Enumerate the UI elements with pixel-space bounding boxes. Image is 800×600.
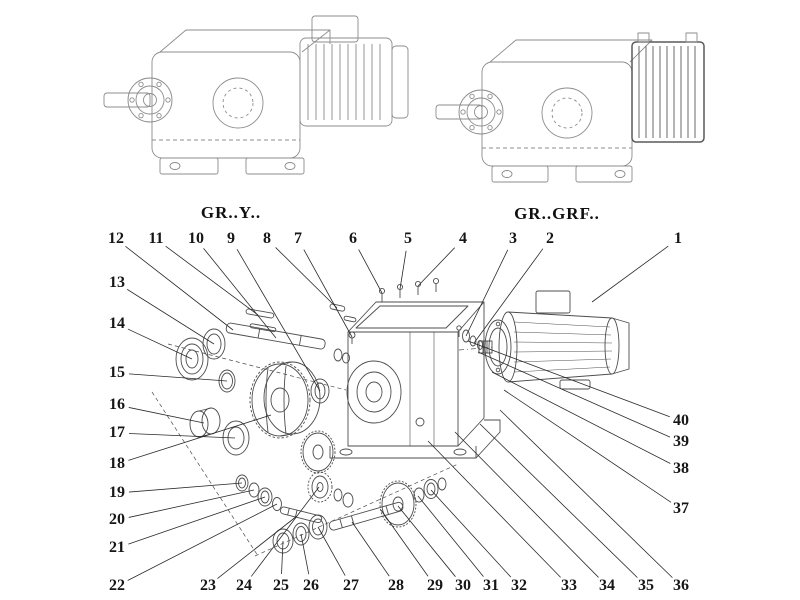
callout-36: 36 <box>673 577 689 594</box>
callout-28: 28 <box>388 577 404 594</box>
leader-line-10 <box>203 248 277 339</box>
motor-mount-hardware <box>456 325 483 350</box>
callout-18: 18 <box>109 455 125 472</box>
leader-line-5 <box>399 250 407 290</box>
pinion-shaft <box>280 471 354 524</box>
callout-12: 12 <box>108 230 124 247</box>
callout-31: 31 <box>483 577 499 594</box>
callout-33: 33 <box>561 577 577 594</box>
leader-line-24 <box>250 486 320 577</box>
callout-35: 35 <box>638 577 654 594</box>
large-gear <box>249 361 321 439</box>
leader-line-26 <box>300 533 310 575</box>
callout-37: 37 <box>673 500 689 517</box>
callout-25: 25 <box>273 577 289 594</box>
callout-24: 24 <box>236 577 252 594</box>
callout-4: 4 <box>459 230 467 247</box>
leader-line-7 <box>303 249 353 338</box>
intermediate-shaft-assembly <box>272 477 447 554</box>
leader-line-29 <box>380 509 429 577</box>
leader-line-3 <box>465 249 509 337</box>
leader-line-21 <box>128 496 266 545</box>
output-bearing <box>175 337 209 381</box>
leader-line-25 <box>281 540 284 575</box>
callout-15: 15 <box>109 364 125 381</box>
callout-11: 11 <box>148 230 164 247</box>
leader-lines <box>125 245 673 581</box>
callout-40: 40 <box>673 412 689 429</box>
gearmotor-right-drawing <box>435 32 705 183</box>
output-shaft <box>225 308 350 364</box>
callout-3: 3 <box>509 230 517 247</box>
leader-line-34 <box>454 431 599 578</box>
leader-line-40 <box>467 340 670 418</box>
callout-20: 20 <box>109 511 125 528</box>
callout-23: 23 <box>200 577 216 594</box>
callout-22: 22 <box>109 577 125 594</box>
leader-line-36 <box>499 409 673 578</box>
leader-line-30 <box>397 505 456 577</box>
leader-line-37 <box>503 389 672 503</box>
callout-16: 16 <box>109 396 125 413</box>
input-bearing <box>310 378 330 404</box>
callout-39: 39 <box>673 433 689 450</box>
medium-gear <box>300 430 336 474</box>
leader-line-1 <box>591 245 669 303</box>
ring-set <box>235 474 282 511</box>
leader-line-12 <box>125 246 234 331</box>
callout-8: 8 <box>263 230 271 247</box>
leader-line-33 <box>427 440 561 578</box>
callout-14: 14 <box>109 315 125 332</box>
leader-line-38 <box>491 371 671 464</box>
leader-line-39 <box>477 351 671 438</box>
callout-2: 2 <box>546 230 554 247</box>
leader-line-16 <box>128 407 205 424</box>
shaft-keys <box>329 303 357 323</box>
callout-1: 1 <box>674 230 682 247</box>
leader-line-4 <box>417 247 455 287</box>
leader-line-19 <box>128 482 243 493</box>
leader-line-20 <box>128 489 255 518</box>
gearbox-housing <box>329 301 501 459</box>
callout-13: 13 <box>109 274 125 291</box>
leader-line-27 <box>317 526 346 576</box>
cover-bolts <box>378 277 440 302</box>
gearmotor-left-drawing <box>103 15 409 175</box>
callout-7: 7 <box>294 230 302 247</box>
leader-line-35 <box>479 423 638 578</box>
leader-line-6 <box>358 249 383 294</box>
callout-19: 19 <box>109 484 125 501</box>
callout-32: 32 <box>511 577 527 594</box>
callout-27: 27 <box>343 577 359 594</box>
caption-gr-grf: GR..GRF.. <box>514 204 600 223</box>
callout-10: 10 <box>188 230 204 247</box>
callout-21: 21 <box>109 539 125 556</box>
callout-9: 9 <box>227 230 235 247</box>
leader-line-8 <box>275 247 338 309</box>
callout-26: 26 <box>303 577 319 594</box>
leader-line-32 <box>430 489 512 578</box>
leader-line-9 <box>236 249 321 392</box>
leader-line-15 <box>128 373 228 382</box>
callout-6: 6 <box>349 230 357 247</box>
leader-line-2 <box>473 248 544 344</box>
leader-line-11 <box>165 245 259 316</box>
callout-17: 17 <box>109 424 125 441</box>
leader-line-18 <box>128 414 272 461</box>
callout-5: 5 <box>404 230 412 247</box>
leader-line-22 <box>127 503 278 581</box>
callout-29: 29 <box>427 577 443 594</box>
leader-line-14 <box>127 328 193 360</box>
leader-line-13 <box>126 289 215 345</box>
leader-line-23 <box>217 515 298 579</box>
leader-line-17 <box>128 433 236 439</box>
callout-38: 38 <box>673 460 689 477</box>
callout-30: 30 <box>455 577 471 594</box>
leader-line-28 <box>351 521 390 577</box>
exploded-view-drawing <box>151 277 630 557</box>
leader-line-31 <box>417 495 484 577</box>
callout-34: 34 <box>599 577 615 594</box>
caption-gr-y: GR..Y.. <box>200 203 262 222</box>
